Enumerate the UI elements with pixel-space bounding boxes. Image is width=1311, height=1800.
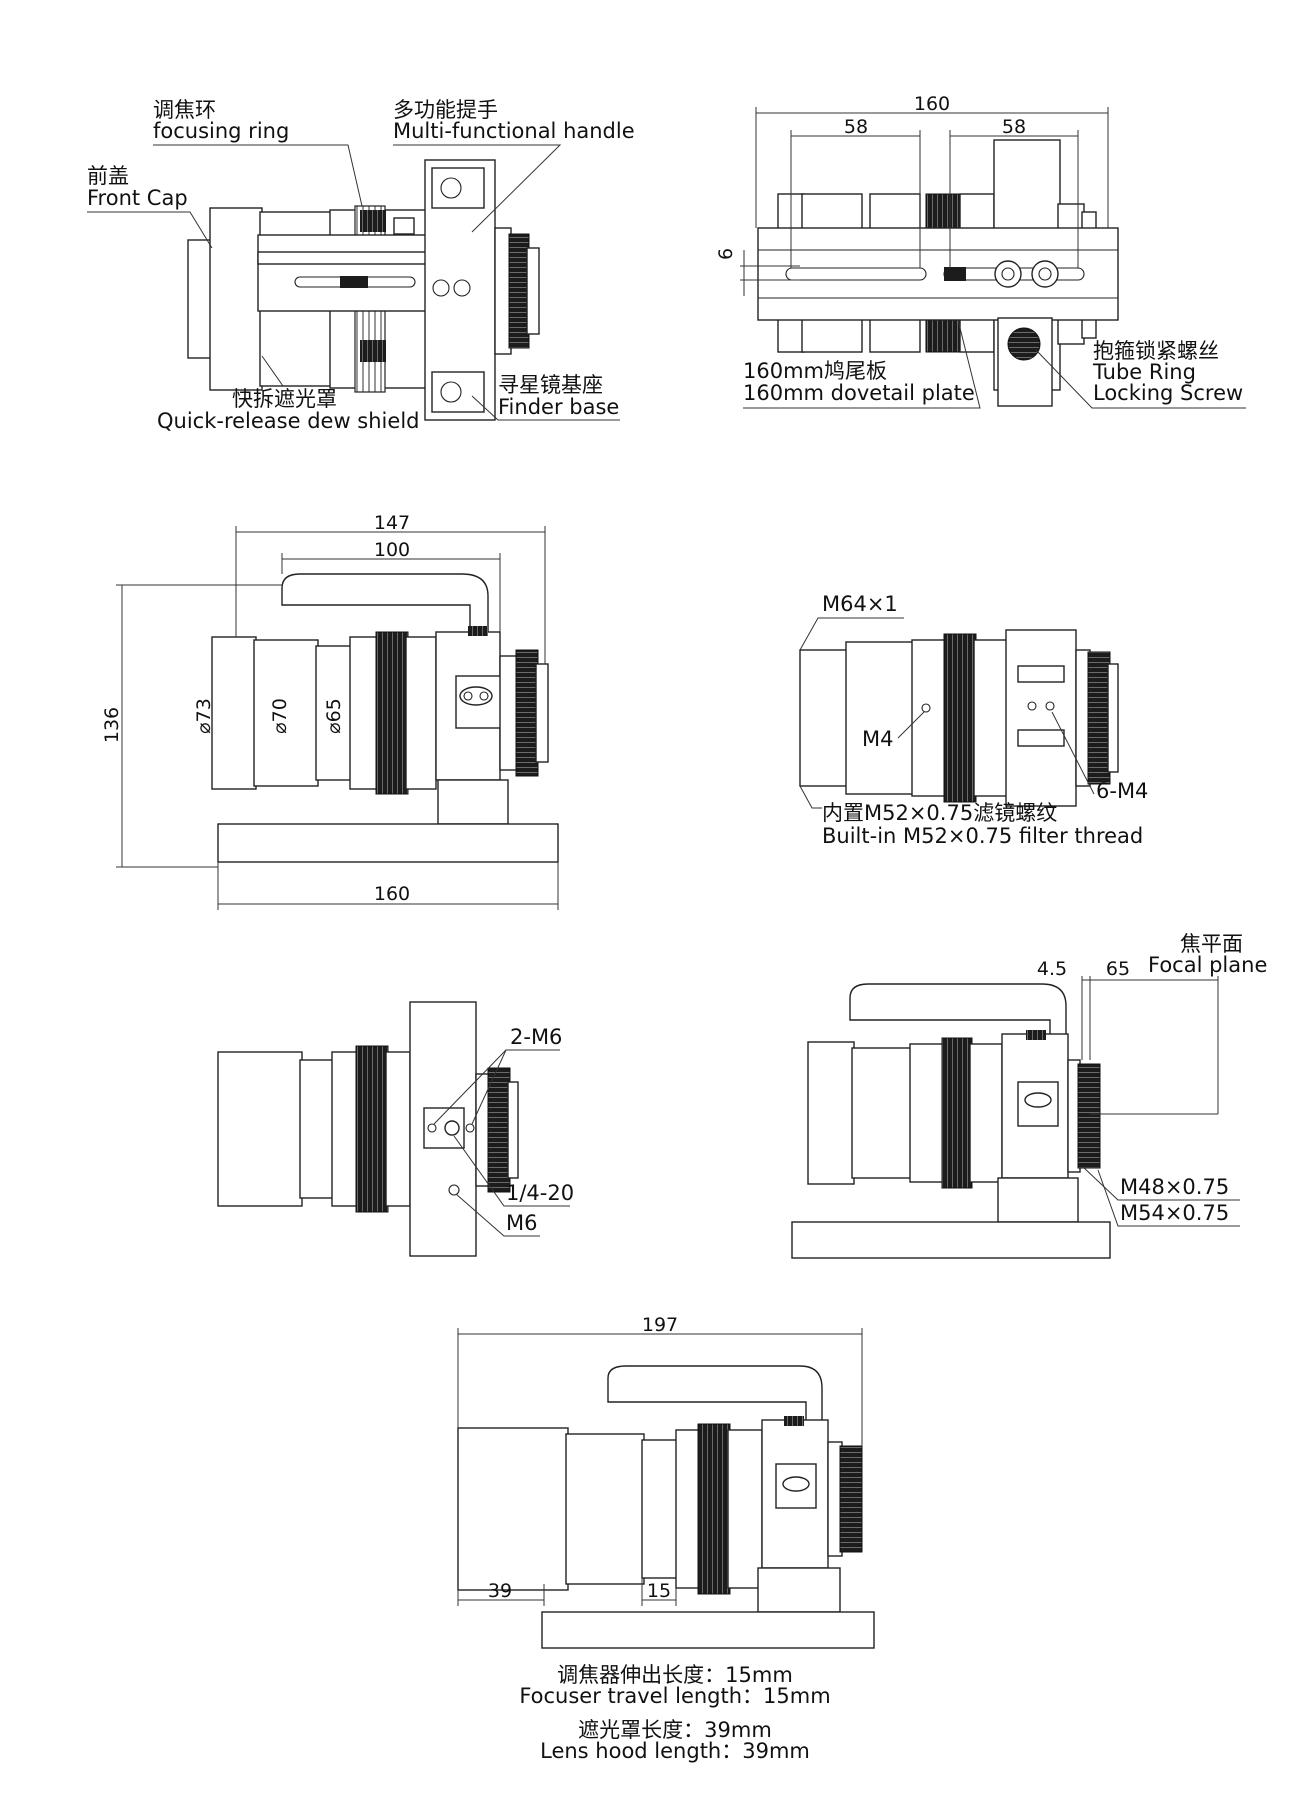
label-finder-base-en: Finder base [498,395,619,419]
view-top-labeled [187,159,540,421]
dim-39: 39 [488,1580,512,1602]
view-mount-holes [217,1001,519,1257]
dim-65-fp: 65 [1106,958,1130,980]
notes: 调焦器伸出长度：15mm Focuser travel length：15mm … [519,1663,830,1763]
note-travel-en: Focuser travel length：15mm [519,1684,830,1708]
label-filter-en: Built-in M52×0.75 filter thread [822,824,1143,848]
view-side-threads-labels: M64×1 M4 6-M4 内置M52×0.75滤镜螺纹 Built-in M5… [799,592,1148,848]
label-front-cap-en: Front Cap [87,186,188,210]
view-top-labels: 调焦环 focusing ring 多功能提手 Multi-functional… [87,98,635,433]
label-focusing-ring-en: focusing ring [153,119,289,143]
dim-160-top: 160 [914,93,950,115]
label-2-m6: 2-M6 [510,1025,562,1049]
view-extended [457,1328,875,1649]
view-plan [740,107,1119,407]
dim-dia-73: ⌀73 [193,698,215,734]
label-dew-shield-en: Quick-release dew shield [157,409,419,433]
view-focal-plane [791,976,1219,1259]
view-plan-labels: 160 58 58 6 160mm鸠尾板 160mm dovetail plat… [715,93,1246,409]
view-side-threads [799,629,1119,807]
note-travel-cn: 调焦器伸出长度：15mm [557,1663,793,1687]
dim-4-5: 4.5 [1037,958,1067,980]
dim-58-left: 58 [844,116,868,138]
label-m54: M54×0.75 [1120,1201,1229,1225]
note-hood-en: Lens hood length：39mm [540,1739,810,1763]
label-focal-plane-cn: 焦平面 [1180,932,1243,956]
label-filter-cn: 内置M52×0.75滤镜螺纹 [822,801,1057,825]
label-6-m4: 6-M4 [1096,779,1148,803]
dim-160-side: 160 [374,883,410,905]
dim-dia-65: ⌀65 [323,698,345,734]
label-focusing-ring-cn: 调焦环 [153,98,216,122]
label-finder-base-cn: 寻星镜基座 [498,373,603,397]
label-tube-ring-en2: Locking Screw [1093,381,1243,405]
label-tube-ring-en1: Tube Ring [1092,360,1196,384]
label-dew-shield-cn: 快拆遮光罩 [232,387,337,411]
dim-136: 136 [101,707,123,743]
label-m48: M48×0.75 [1120,1175,1229,1199]
view-extended-labels: 197 39 15 [488,1314,678,1602]
view-mount-holes-labels: 2-M6 1/4-20 M6 [433,1025,574,1237]
label-m64: M64×1 [822,592,898,616]
label-dovetail-cn: 160mm鸠尾板 [743,359,887,383]
label-dovetail-en: 160mm dovetail plate [743,381,975,405]
view-side-dimensions [116,526,559,910]
label-m4: M4 [862,727,893,751]
dim-100: 100 [374,539,410,561]
dim-58-right: 58 [1002,116,1026,138]
dim-197: 197 [642,1314,678,1336]
note-hood-cn: 遮光罩长度：39mm [578,1718,772,1742]
dim-147: 147 [374,512,410,534]
label-1-4-20: 1/4-20 [506,1181,574,1205]
dim-6: 6 [715,248,737,260]
label-tube-ring-cn: 抱箍锁紧螺丝 [1093,339,1219,363]
label-handle-en: Multi-functional handle [393,119,635,143]
label-m6: M6 [506,1211,537,1235]
dim-dia-70: ⌀70 [269,698,291,734]
label-focal-plane-en: Focal plane [1148,953,1267,977]
label-front-cap-cn: 前盖 [87,164,129,188]
label-handle-cn: 多功能提手 [393,98,498,122]
view-side-dim-labels: 147 100 136 160 ⌀73 ⌀70 ⌀65 [101,512,410,905]
dim-15: 15 [647,1580,671,1602]
view-focal-plane-labels: 焦平面 Focal plane 4.5 65 M48×0.75 M54×0.75 [1037,932,1267,1227]
